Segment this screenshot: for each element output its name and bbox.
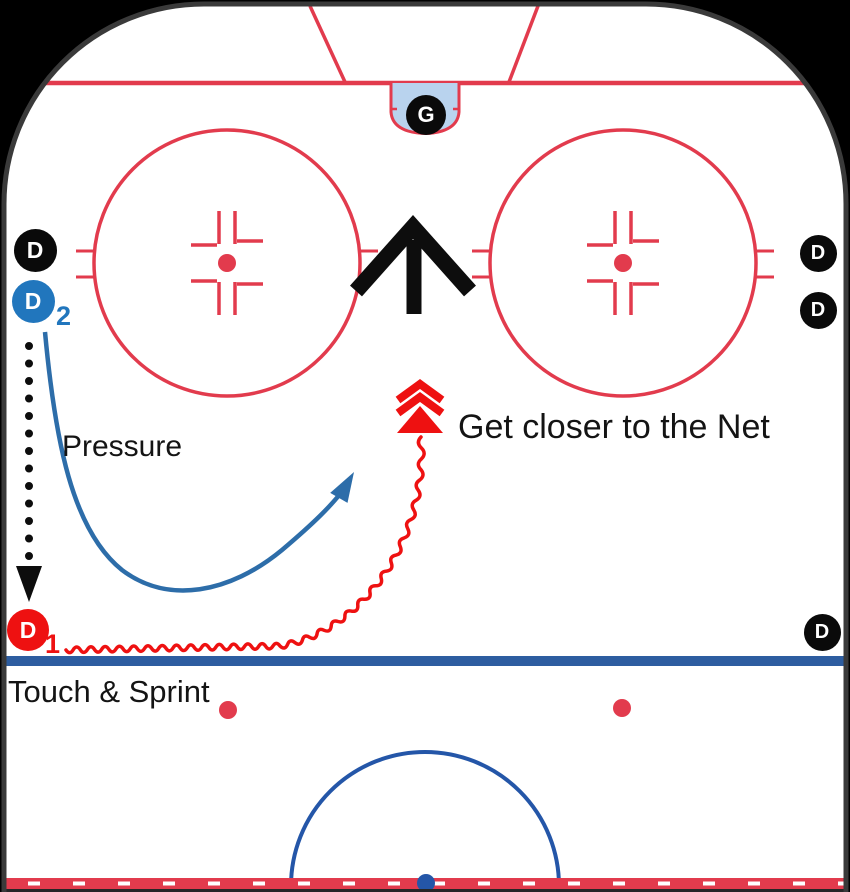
ice-surface <box>4 4 846 892</box>
blue-line <box>4 656 846 666</box>
pressure-dotted-arrow <box>16 342 42 602</box>
d1-subscript: 1 <box>45 629 61 659</box>
faceoff-circle-right <box>472 128 774 398</box>
defender-marker-d2: D <box>11 279 55 323</box>
defender-marker-d1: D <box>7 609 49 651</box>
defender-marker-right-mid: D <box>799 291 837 329</box>
trapezoid-lines <box>308 5 540 83</box>
arrowhead-up <box>397 406 443 433</box>
defender-marker-right-top: D <box>799 234 837 272</box>
center-dot <box>417 874 435 892</box>
faceoff-dot <box>219 701 237 719</box>
d2-subscript: 2 <box>56 301 72 331</box>
arrowhead-down <box>16 566 42 602</box>
defender-marker-left-top: D <box>13 228 57 272</box>
puck-carry-squiggle-arrow <box>64 379 445 655</box>
get-closer-label: Get closer to the Net <box>458 408 770 446</box>
center-line <box>4 874 846 892</box>
touch-sprint-label: Touch & Sprint <box>8 674 210 709</box>
ice-markings <box>4 5 846 892</box>
support-curved-arrow <box>42 331 354 593</box>
chevron-arrowhead <box>395 379 445 404</box>
arrowhead-up-right <box>330 472 354 503</box>
chevron-arrowhead <box>395 392 445 417</box>
pressure-label: Pressure <box>62 430 183 463</box>
defender-marker-right-low: D <box>803 613 841 651</box>
net-drive-arrow <box>350 214 476 314</box>
faceoff-circle-left <box>76 128 378 398</box>
faceoff-dot <box>613 699 631 717</box>
goalie-marker: G <box>406 95 446 135</box>
